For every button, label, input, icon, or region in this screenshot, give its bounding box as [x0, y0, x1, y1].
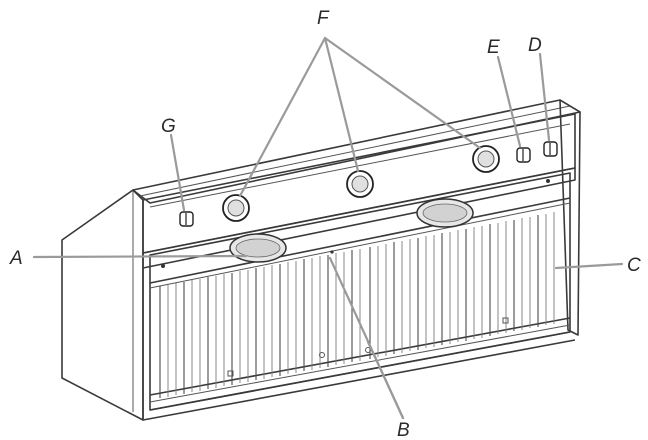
switch-e: [516, 147, 531, 163]
switch-d: [543, 141, 558, 157]
switch-g: [179, 211, 194, 227]
callout-c: C: [627, 255, 641, 276]
filter-handles: [227, 317, 509, 377]
baffle-filter-left: [159, 249, 361, 398]
hood-left-side-panel: [61, 189, 144, 421]
hood-body: [61, 99, 581, 421]
callout-f: F: [317, 8, 330, 29]
baffle-filter-right: [369, 212, 555, 359]
panel-screw-right: [546, 179, 550, 183]
callout-d: D: [528, 35, 542, 56]
control-knob-left: [222, 194, 250, 222]
halogen-light-right: [416, 198, 474, 228]
control-knob-middle: [346, 170, 374, 198]
front-lip: [142, 167, 576, 269]
halogen-light-left: [229, 233, 287, 263]
callout-a: A: [9, 248, 23, 269]
callout-e: E: [487, 37, 500, 58]
callout-g: G: [161, 116, 176, 137]
panel-screw-middle: [330, 250, 334, 254]
panel-screw-left: [161, 264, 165, 268]
callout-b: B: [397, 420, 410, 440]
hood-right-edge: [559, 99, 581, 336]
leader-lines: [32, 36, 624, 420]
control-knob-right: [472, 145, 500, 173]
